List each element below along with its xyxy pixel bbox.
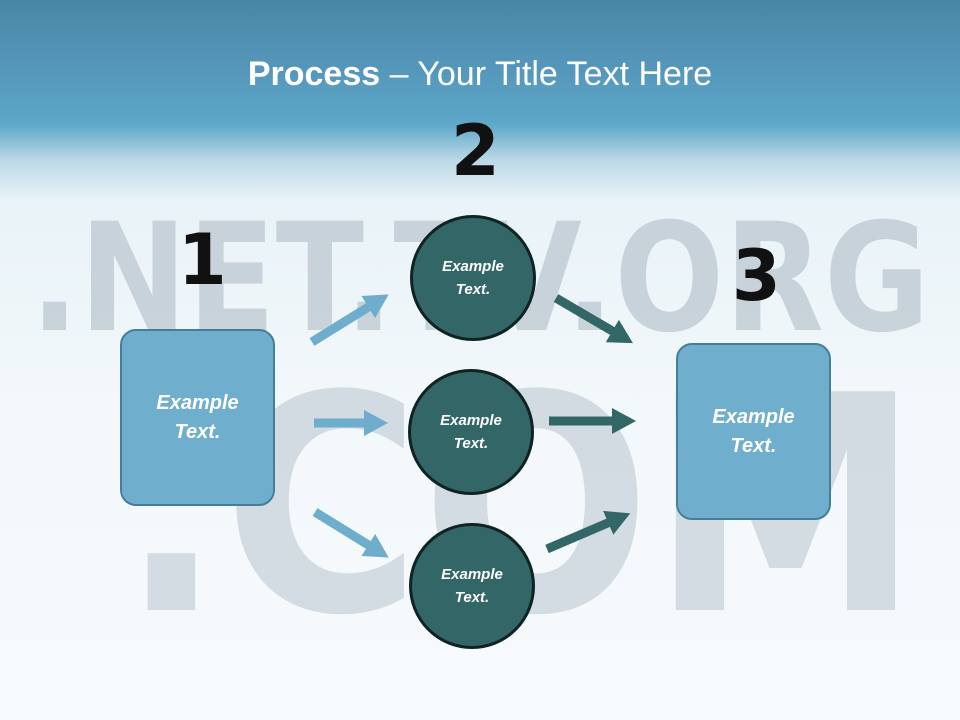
arrow-bottom-to-right bbox=[545, 510, 631, 554]
step2-circle-bottom: Example Text. bbox=[409, 523, 535, 649]
step-number-2: 2 bbox=[451, 110, 500, 192]
title-bold: Process bbox=[247, 55, 381, 93]
step1-box-text: Example Text. bbox=[156, 391, 239, 443]
arrow-top-to-right bbox=[553, 294, 633, 344]
circle-top-text: Example Text. bbox=[442, 258, 504, 298]
slide-title: Process – Your Title Text Here bbox=[0, 52, 960, 96]
step-number-1: 1 bbox=[178, 219, 227, 301]
step1-box: Example Text. bbox=[120, 329, 275, 506]
step2-circle-middle: Example Text. bbox=[408, 369, 534, 495]
step2-circle-top: Example Text. bbox=[410, 215, 536, 341]
arrow-left-to-bottom bbox=[312, 508, 389, 558]
step3-box: Example Text. bbox=[676, 343, 831, 520]
circle-middle-text: Example Text. bbox=[440, 412, 502, 452]
step3-box-text: Example Text. bbox=[712, 405, 795, 457]
arrow-left-to-top bbox=[309, 294, 389, 346]
circle-bottom-text: Example Text. bbox=[441, 566, 503, 606]
step-number-3: 3 bbox=[732, 235, 781, 317]
title-rest: – Your Title Text Here bbox=[380, 55, 713, 93]
